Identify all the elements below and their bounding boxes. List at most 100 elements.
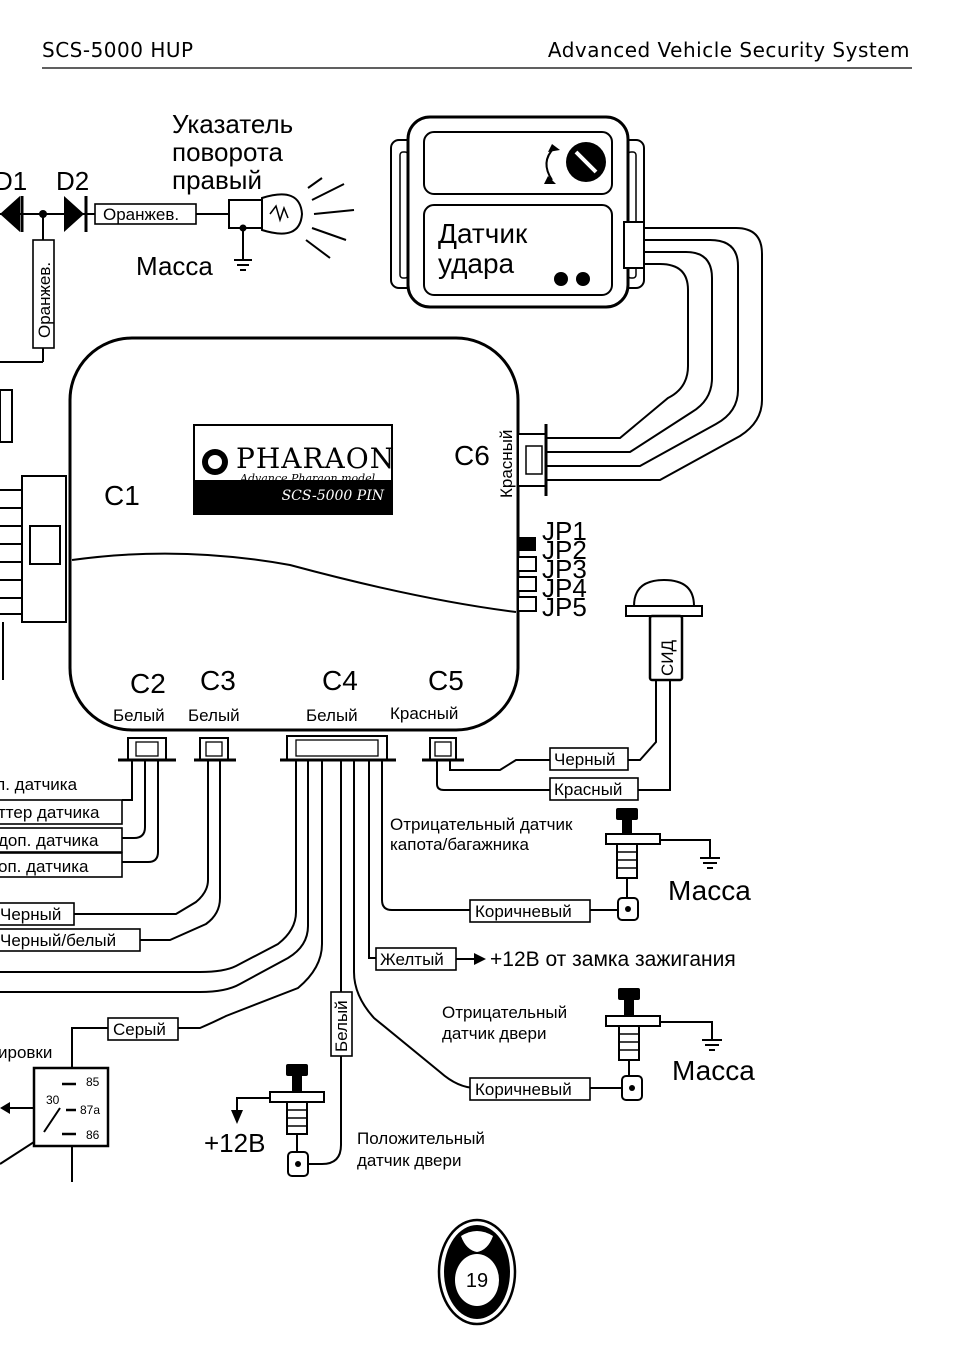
unit-divider-line bbox=[71, 552, 517, 613]
light-ray bbox=[305, 239, 331, 259]
sensor-led-icon bbox=[554, 272, 568, 286]
header-right: Advanced Vehicle Security System bbox=[548, 38, 910, 62]
relay-pin-85: 85 bbox=[86, 1075, 100, 1089]
c5-plug bbox=[429, 737, 457, 761]
c5-label: C5 bbox=[428, 665, 464, 696]
light-ray bbox=[313, 209, 355, 215]
jp1-label: JP1 bbox=[542, 516, 587, 546]
bulb-socket bbox=[228, 199, 263, 229]
wire-label-box bbox=[549, 747, 629, 771]
c2-label: C2 bbox=[130, 668, 166, 699]
relay-pin-87a: 87a bbox=[80, 1103, 100, 1117]
ignition-text: +12В от замка зажигания bbox=[490, 948, 736, 971]
left-label-1: п. датчика bbox=[0, 775, 78, 794]
wire-label-box bbox=[0, 852, 123, 878]
turn-signal-title-2: поворота bbox=[172, 137, 283, 167]
hood-ground-label: Масса bbox=[668, 875, 751, 906]
light-ray bbox=[311, 227, 347, 241]
wire-label-gray: Серый bbox=[113, 1020, 166, 1039]
c4-color: Белый bbox=[306, 706, 358, 725]
logo-name: PHARAON bbox=[236, 442, 395, 475]
wire-label-box bbox=[0, 799, 123, 825]
jp4-label: JP4 bbox=[542, 573, 587, 603]
wire-label-box bbox=[32, 239, 55, 349]
c3-plug bbox=[199, 737, 229, 761]
wire-label-box bbox=[107, 1017, 179, 1041]
logo-sub: Advance Pharaon model bbox=[239, 472, 376, 485]
door-pos-caption-1: Положительный bbox=[357, 1129, 485, 1148]
c4-label: C4 bbox=[322, 665, 358, 696]
c3-color: Белый bbox=[188, 706, 240, 725]
jp3-label: JP3 bbox=[542, 554, 587, 584]
page-number: 19 bbox=[466, 1270, 488, 1292]
hood-caption-2: капота/багажника bbox=[390, 835, 529, 854]
sensor-top-panel bbox=[423, 131, 613, 195]
wire-label-orange-v: Оранжев. bbox=[35, 262, 54, 338]
wire-label-box bbox=[94, 203, 197, 225]
control-unit: PHARAON Advance Pharaon model SCS-5000 P… bbox=[0, 336, 587, 732]
bulb-ground-label: Масса bbox=[136, 251, 213, 281]
arrow-down-icon bbox=[231, 1110, 243, 1124]
led-indicator: СИД bbox=[625, 578, 703, 682]
wire-label-black: Черный bbox=[0, 905, 61, 924]
led-wire-black: Черный bbox=[554, 750, 615, 769]
wire-label-box bbox=[549, 777, 639, 801]
diode-d1-label: D1 bbox=[0, 166, 27, 196]
arrow-left-icon bbox=[0, 1102, 10, 1114]
relay-pin-86: 86 bbox=[86, 1128, 100, 1142]
light-ray bbox=[311, 183, 345, 201]
door-negative-sensor: Отрицательный датчик двери Масса Коричне… bbox=[442, 988, 755, 1101]
left-label-3: доп. датчика bbox=[0, 831, 99, 850]
sensor-led-icon bbox=[576, 272, 590, 286]
c4-wires: Серый bbox=[0, 760, 626, 1182]
door-neg-ground-label: Масса bbox=[672, 1055, 755, 1086]
door-pos-caption-2: датчик двери bbox=[357, 1151, 461, 1170]
bulb-filament bbox=[269, 204, 289, 223]
unit-body bbox=[68, 336, 520, 732]
c5-color: Красный bbox=[390, 704, 458, 723]
turn-signal-title-3: правый bbox=[172, 165, 262, 195]
c6-label: C6 bbox=[454, 440, 490, 471]
wire-label-black-white: Черный/белый bbox=[0, 931, 116, 950]
jp5-label: JP5 bbox=[542, 592, 587, 622]
jumper-jp2-icon bbox=[518, 537, 536, 551]
hood-wire-label: Коричневый bbox=[475, 902, 572, 921]
jumper-jp3-icon bbox=[517, 556, 537, 572]
wire-label-box bbox=[469, 1077, 591, 1101]
page-number-badge: 19 bbox=[437, 1218, 517, 1326]
turn-signal-title-1: Указатель bbox=[172, 109, 293, 139]
logo-model: SCS-5000 PIN bbox=[282, 488, 385, 504]
c3-label: C3 bbox=[200, 665, 236, 696]
led-wire-red: Красный bbox=[554, 780, 622, 799]
relay-caption: ировки bbox=[0, 1043, 52, 1062]
led-dome-icon bbox=[632, 578, 696, 607]
turn-signal-section: Указатель поворота правый D1 D2 Оранжев.… bbox=[0, 109, 355, 363]
door-neg-caption-1: Отрицательный bbox=[442, 1003, 567, 1022]
ignition-wire-label: Желтый bbox=[380, 950, 444, 969]
jumper-jp5-icon bbox=[517, 596, 537, 612]
led-label: СИД bbox=[658, 640, 677, 676]
door-neg-caption-2: датчик двери bbox=[442, 1024, 546, 1043]
arrow-right-icon bbox=[474, 953, 486, 965]
left-label-2: ттер датчика bbox=[0, 803, 100, 822]
door-pos-wire-label: Белый bbox=[332, 1000, 351, 1052]
shock-sensor-label-2: удара bbox=[438, 248, 515, 279]
left-label-4: оп. датчика bbox=[0, 857, 89, 876]
sensor-bottom-panel bbox=[423, 204, 613, 296]
bottom-plugs bbox=[118, 735, 464, 762]
led-body bbox=[648, 614, 684, 682]
diode-d1-icon bbox=[0, 196, 20, 232]
wire-label-orange-h: Оранжев. bbox=[103, 205, 179, 224]
shock-sensor-label-1: Датчик bbox=[438, 218, 528, 249]
c2-color: Белый bbox=[113, 706, 165, 725]
door-positive-sensor: Белый +12В Положительный датчик двери bbox=[204, 991, 485, 1177]
door-pos-supply-label: +12В bbox=[204, 1128, 265, 1158]
ignition-line: Желтый +12В от замка зажигания bbox=[375, 947, 736, 971]
wire-label-box bbox=[0, 928, 141, 952]
diode-d2-label: D2 bbox=[56, 166, 89, 196]
switch-icon bbox=[286, 1064, 308, 1076]
hood-caption-1: Отрицательный датчик bbox=[390, 815, 573, 834]
wire-label-box bbox=[469, 899, 591, 923]
light-ray bbox=[307, 177, 323, 189]
